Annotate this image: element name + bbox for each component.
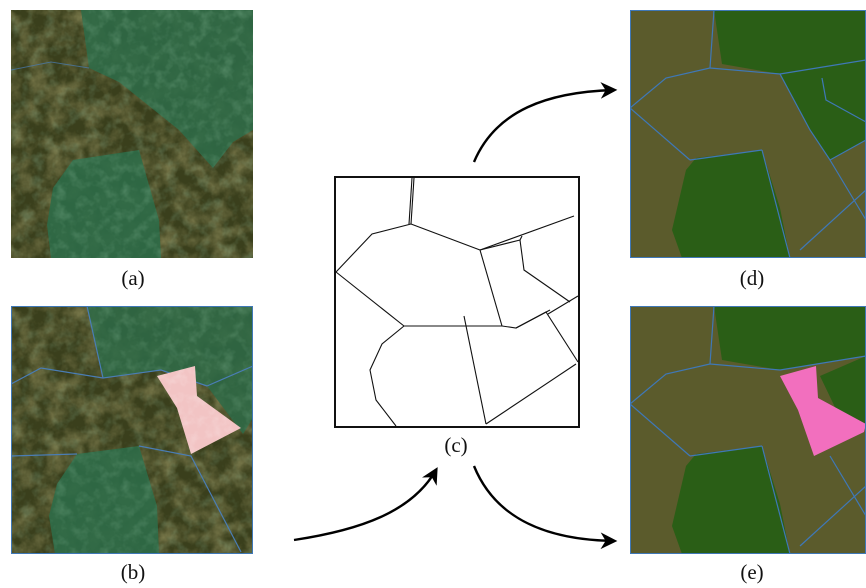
arrow-c-to-e [472, 465, 618, 550]
panel-c-svg [334, 176, 580, 428]
panel-d-forest-right [780, 60, 866, 160]
arrow-c-to-d [472, 82, 618, 163]
caption-c: (c) [444, 433, 468, 457]
panel-c-boundary-map [334, 176, 580, 428]
arrow-b-to-c [293, 467, 438, 542]
panel-e-svg [630, 306, 866, 554]
caption-a: (a) [121, 266, 145, 290]
caption-b: (b) [120, 560, 146, 584]
panel-d-forest-top [714, 10, 866, 74]
panel-b-texture-image [11, 306, 253, 554]
panel-a-texture-image [11, 10, 253, 258]
panel-e-segmentation [630, 306, 866, 554]
panel-d-segmentation [630, 10, 866, 258]
panel-e-highlighted-region [780, 366, 866, 456]
panel-b-svg [11, 306, 253, 554]
caption-e: (e) [740, 560, 764, 584]
caption-d: (d) [739, 266, 765, 290]
panel-d-forest-bottom [672, 150, 790, 258]
panel-d-svg [630, 10, 866, 258]
panel-a-svg [11, 10, 253, 258]
